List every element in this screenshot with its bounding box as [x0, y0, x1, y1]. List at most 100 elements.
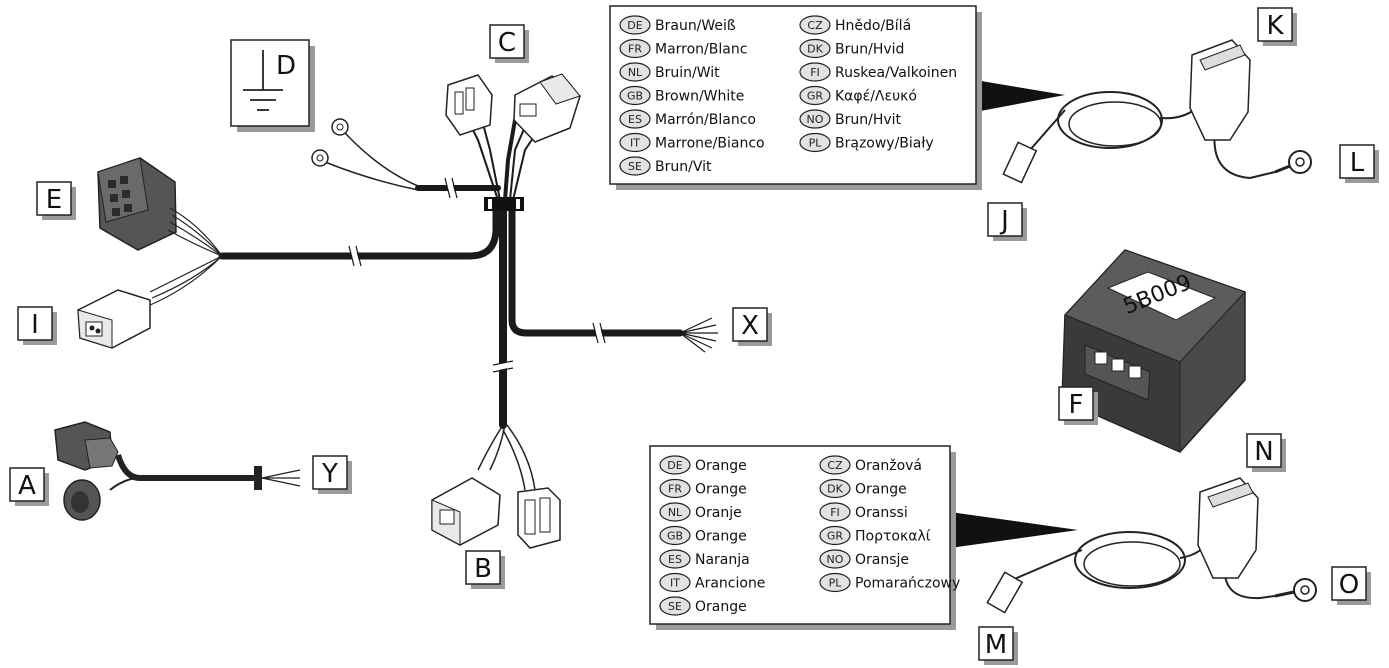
color-name: Brown/White	[655, 89, 744, 105]
color-name: Orange	[695, 458, 747, 474]
country-code-badge	[799, 62, 831, 82]
connector-n	[1197, 477, 1259, 579]
country-code: GB	[667, 530, 683, 543]
label-text: D	[276, 51, 296, 81]
label-text: O	[1339, 570, 1359, 600]
country-code-badge	[819, 549, 851, 569]
country-code-badge	[819, 502, 851, 522]
label-text: K	[1266, 11, 1284, 41]
connector-e	[97, 157, 223, 257]
country-code-badge	[619, 132, 651, 153]
country-code: PL	[809, 137, 823, 150]
country-code: IT	[630, 137, 640, 150]
label-k: K	[1257, 7, 1297, 46]
ground-symbol-box	[230, 39, 315, 132]
label-b: B	[465, 550, 505, 589]
legend-row: PL Brązowy/Biały	[799, 132, 934, 153]
country-code: DK	[827, 483, 843, 496]
ecu-module: 5B009	[1061, 249, 1246, 453]
country-code: GB	[627, 90, 643, 103]
connector-i	[77, 255, 223, 349]
label-a: A	[9, 467, 49, 506]
label-d: D	[276, 51, 296, 81]
country-code: FR	[668, 483, 682, 496]
country-code-badge	[799, 85, 831, 106]
country-code-badge	[799, 38, 831, 59]
color-name: Arancione	[695, 576, 765, 592]
country-code-badge	[659, 572, 691, 593]
label-text: L	[1350, 148, 1365, 178]
color-name: Oranžová	[855, 458, 922, 474]
legend-row: ES Naranja	[659, 549, 750, 569]
country-code-badge	[619, 156, 651, 176]
country-code: FI	[830, 506, 840, 519]
label-text: A	[18, 471, 36, 501]
cable-m-n-o	[1011, 531, 1317, 602]
country-code: FI	[810, 66, 820, 79]
label-f: F	[1058, 386, 1098, 425]
label-m: M	[978, 626, 1018, 665]
label-c: C	[489, 24, 529, 63]
color-name: Brun/Hvid	[835, 42, 904, 58]
legend-row: GR Πορτοκαλί	[819, 525, 931, 546]
country-code: SE	[668, 600, 682, 613]
label-text: I	[31, 310, 39, 340]
country-code: NL	[628, 66, 643, 79]
country-code: DE	[627, 19, 642, 32]
country-code-badge	[819, 525, 851, 546]
label-x: X	[732, 307, 772, 346]
country-code: CZ	[827, 459, 843, 472]
country-code-badge	[799, 15, 831, 35]
color-name: Πορτοκαλί	[855, 529, 931, 545]
color-name: Orange	[855, 482, 907, 498]
country-code: ES	[628, 113, 642, 126]
country-code-badge	[819, 478, 851, 499]
label-j: J	[987, 202, 1027, 241]
label-text: J	[999, 206, 1009, 236]
label-text: F	[1069, 390, 1084, 420]
color-name: Pomarańczowy	[855, 576, 960, 592]
label-text: M	[985, 630, 1007, 660]
country-code-badge	[819, 572, 851, 593]
legend-row: GB Brown/White	[619, 85, 744, 106]
country-code: GR	[807, 90, 824, 103]
connectors-b	[431, 424, 561, 549]
country-code: IT	[670, 577, 680, 590]
country-code: PL	[829, 577, 843, 590]
label-text: N	[1254, 437, 1273, 467]
label-i: I	[17, 306, 57, 345]
color-name: Oransje	[855, 552, 909, 568]
label-l: L	[1339, 144, 1379, 183]
color-name: Naranja	[695, 552, 750, 568]
country-code: GR	[827, 530, 844, 543]
color-name: Brązowy/Biały	[835, 136, 934, 152]
legend-row: NL Bruin/Wit	[619, 62, 720, 82]
country-code: SE	[628, 160, 642, 173]
country-code-badge	[659, 596, 691, 616]
color-name: Oranssi	[855, 505, 908, 521]
country-code-badge	[659, 549, 691, 569]
junction-clip	[484, 197, 524, 211]
harness-a-y	[54, 421, 301, 521]
legend-row: FI Oranssi	[819, 502, 908, 522]
x-wire-fan	[679, 317, 718, 353]
country-code-badge	[619, 62, 651, 82]
label-text: E	[46, 185, 62, 215]
country-code: ES	[668, 553, 682, 566]
connector-m	[986, 571, 1024, 614]
color-name: Marron/Blanc	[655, 42, 747, 58]
color-name: Bruin/Wit	[655, 65, 720, 81]
cable-k-j-l	[1029, 91, 1312, 180]
color-name: Orange	[695, 599, 747, 615]
